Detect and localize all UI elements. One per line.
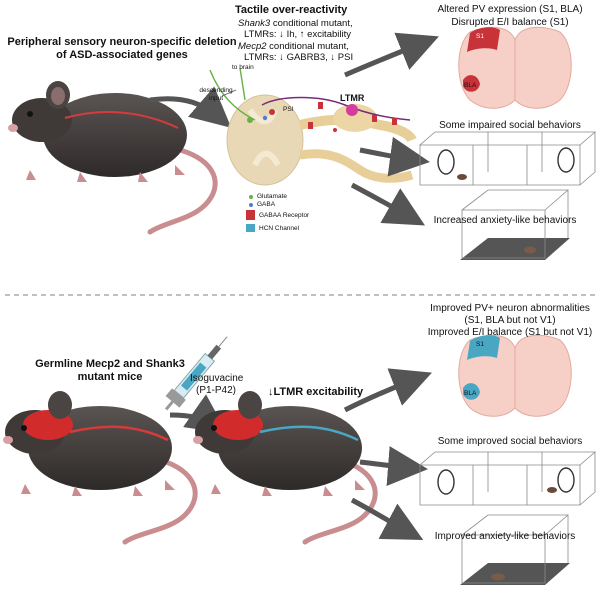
arrow-to-anxiety-top xyxy=(350,182,426,226)
social-box-bottom xyxy=(418,451,597,506)
s1-label-bottom: S1 xyxy=(476,341,484,348)
bla-region-top xyxy=(463,75,480,92)
ltmr-excitability-label: ↓LTMR excitability xyxy=(268,386,364,398)
outcome-anxiety-bottom: Improved anxiety-like behaviors xyxy=(434,531,576,542)
mouse-spine-top xyxy=(64,111,179,129)
ltmr-label: LTMR xyxy=(340,93,365,103)
mouse-bottom-right xyxy=(193,391,378,545)
outcome-ei-bottom: Improved E/I balance (S1 but not V1) xyxy=(427,327,593,338)
shank3-line1-rest: conditional mutant, xyxy=(270,18,353,29)
mecp2-line1-rest: conditional mutant, xyxy=(266,41,349,52)
spinal-cord xyxy=(226,94,304,186)
descending-label-1: descending xyxy=(199,87,233,94)
anxiety-box-top xyxy=(460,189,570,260)
bla-label-top: BLA xyxy=(464,82,477,89)
social-box-top xyxy=(418,131,597,186)
arrow-mouse-to-spinal xyxy=(149,86,232,128)
brain-top xyxy=(458,26,572,109)
psi-label: PSI xyxy=(283,106,294,113)
mecp2-line2: LTMRs: ↓ GABRB3, ↓ PSI xyxy=(244,52,354,63)
arrow-to-social-bottom xyxy=(359,446,428,487)
mouse-tail-top xyxy=(147,147,218,235)
arrow-to-anxiety-bottom xyxy=(350,497,424,541)
tactile-title: Tactile over-reactivity xyxy=(235,4,348,16)
germline-line1: Germline Mecp2 and Shank3 xyxy=(35,358,185,370)
drg xyxy=(333,104,377,132)
top-left-title-line1: Peripheral sensory neuron-specific delet… xyxy=(7,36,237,48)
s1-region-top xyxy=(467,27,500,52)
ltmr-soma xyxy=(346,104,358,116)
spinal-cord-diagram xyxy=(209,67,417,186)
mouse-top xyxy=(8,81,218,235)
legend-gaba-receptor: GABAA Receptor xyxy=(259,212,310,219)
glutamate-icon xyxy=(249,195,253,199)
outcome-anxiety-top: Increased anxiety-like behaviors xyxy=(433,215,577,226)
dose-window-label: (P1-P42) xyxy=(196,385,237,396)
shank3-line1: Shank3 conditional mutant, xyxy=(238,18,353,29)
anxiety-box-bottom xyxy=(460,514,570,585)
gaba-receptor-icon xyxy=(246,210,255,220)
descending-label-2: input xyxy=(208,95,224,102)
outcome-social-top: Some impaired social behaviors xyxy=(439,120,581,131)
ltmr-axon xyxy=(261,96,411,121)
s1-region-bottom xyxy=(467,335,500,360)
brain-bottom xyxy=(458,334,572,417)
outcome-pv-bottom-2: (S1, BLA but not V1) xyxy=(464,315,556,326)
germline-line2: mutant mice xyxy=(77,371,143,383)
hcn-channel-icon xyxy=(246,224,255,232)
top-left-title-line2: of ASD-associated genes xyxy=(56,49,188,61)
arrow-to-brain-bottom xyxy=(343,368,432,413)
legend-gaba: GABA xyxy=(257,201,276,208)
mouse-bottom-left xyxy=(3,391,198,545)
shank3-line2: LTMRs: ↓ Ih, ↑ excitability xyxy=(244,29,351,40)
outcome-social-bottom: Some improved social behaviors xyxy=(437,436,583,447)
mecp2-gene: Mecp2 xyxy=(238,41,267,52)
legend-glutamate: Glutamate xyxy=(257,193,287,200)
outcome-pv-bottom-1: Improved PV+ neuron abnormalities xyxy=(430,303,590,314)
arrow-to-social-top xyxy=(359,136,430,177)
legend-hcn: HCN Channel xyxy=(259,225,300,232)
outcome-pv-top: Altered PV expression (S1, BLA) xyxy=(437,4,583,15)
mecp2-line1: Mecp2 conditional mutant, xyxy=(238,41,349,52)
bla-region-bottom xyxy=(463,383,480,400)
gaba-icon xyxy=(249,203,253,207)
arrow-to-brain-top xyxy=(344,32,439,78)
shank3-gene: Shank3 xyxy=(238,18,271,29)
syringe-icon xyxy=(164,336,228,411)
mouse-eye-top xyxy=(27,111,33,117)
bla-label-bottom: BLA xyxy=(464,390,477,397)
legend-symbols xyxy=(246,195,255,232)
drug-label: Isoguvacine xyxy=(190,373,244,384)
outcome-ei-top: Disrupted E/I balance (S1) xyxy=(451,17,569,28)
s1-label-top: S1 xyxy=(476,33,484,40)
to-brain-label: to brain xyxy=(232,64,254,71)
nerve-root xyxy=(298,114,417,143)
